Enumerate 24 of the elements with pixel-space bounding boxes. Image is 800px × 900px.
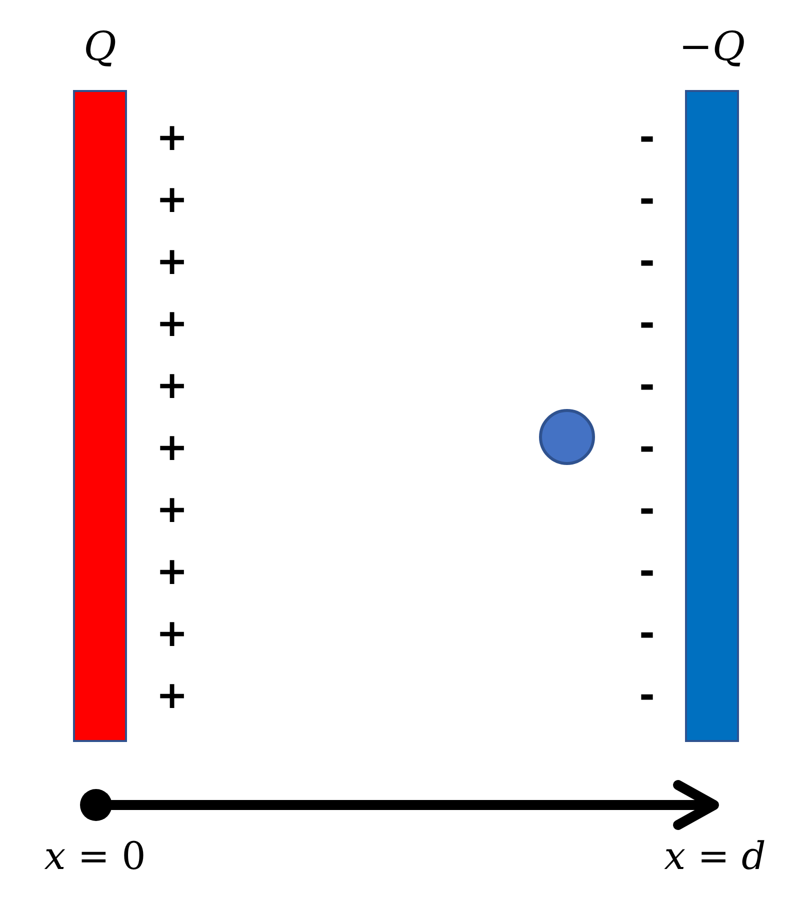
negative-charge-sign: - <box>638 427 656 467</box>
positive-charge-sign: + <box>155 489 189 529</box>
negative-charge-sign: - <box>638 613 656 653</box>
positive-charge-sign: + <box>155 365 189 405</box>
negative-charge-sign: - <box>638 675 656 715</box>
negative-charge-sign: - <box>638 241 656 281</box>
positive-charge-sign: + <box>155 675 189 715</box>
positive-charge-sign: + <box>155 427 189 467</box>
negative-charge-sign: - <box>638 303 656 343</box>
negative-charge-sign: - <box>638 179 656 219</box>
position-label: x = 0 <box>44 834 146 878</box>
positive-charge-sign: + <box>155 117 189 157</box>
negative-charge-sign: - <box>638 117 656 157</box>
positive-charge-sign: + <box>155 551 189 591</box>
negative-charge-sign: - <box>638 551 656 591</box>
negative-charge-sign: - <box>638 365 656 405</box>
positive-charge-sign: + <box>155 179 189 219</box>
positive-charge-sign: + <box>155 303 189 343</box>
negative-charge-sign: - <box>638 489 656 529</box>
charge-label: Q <box>84 24 116 70</box>
charge-label: −Q <box>678 24 746 70</box>
positive-charge-sign: + <box>155 613 189 653</box>
positive-charge-sign: + <box>155 241 189 281</box>
position-label: x = d <box>664 834 766 878</box>
